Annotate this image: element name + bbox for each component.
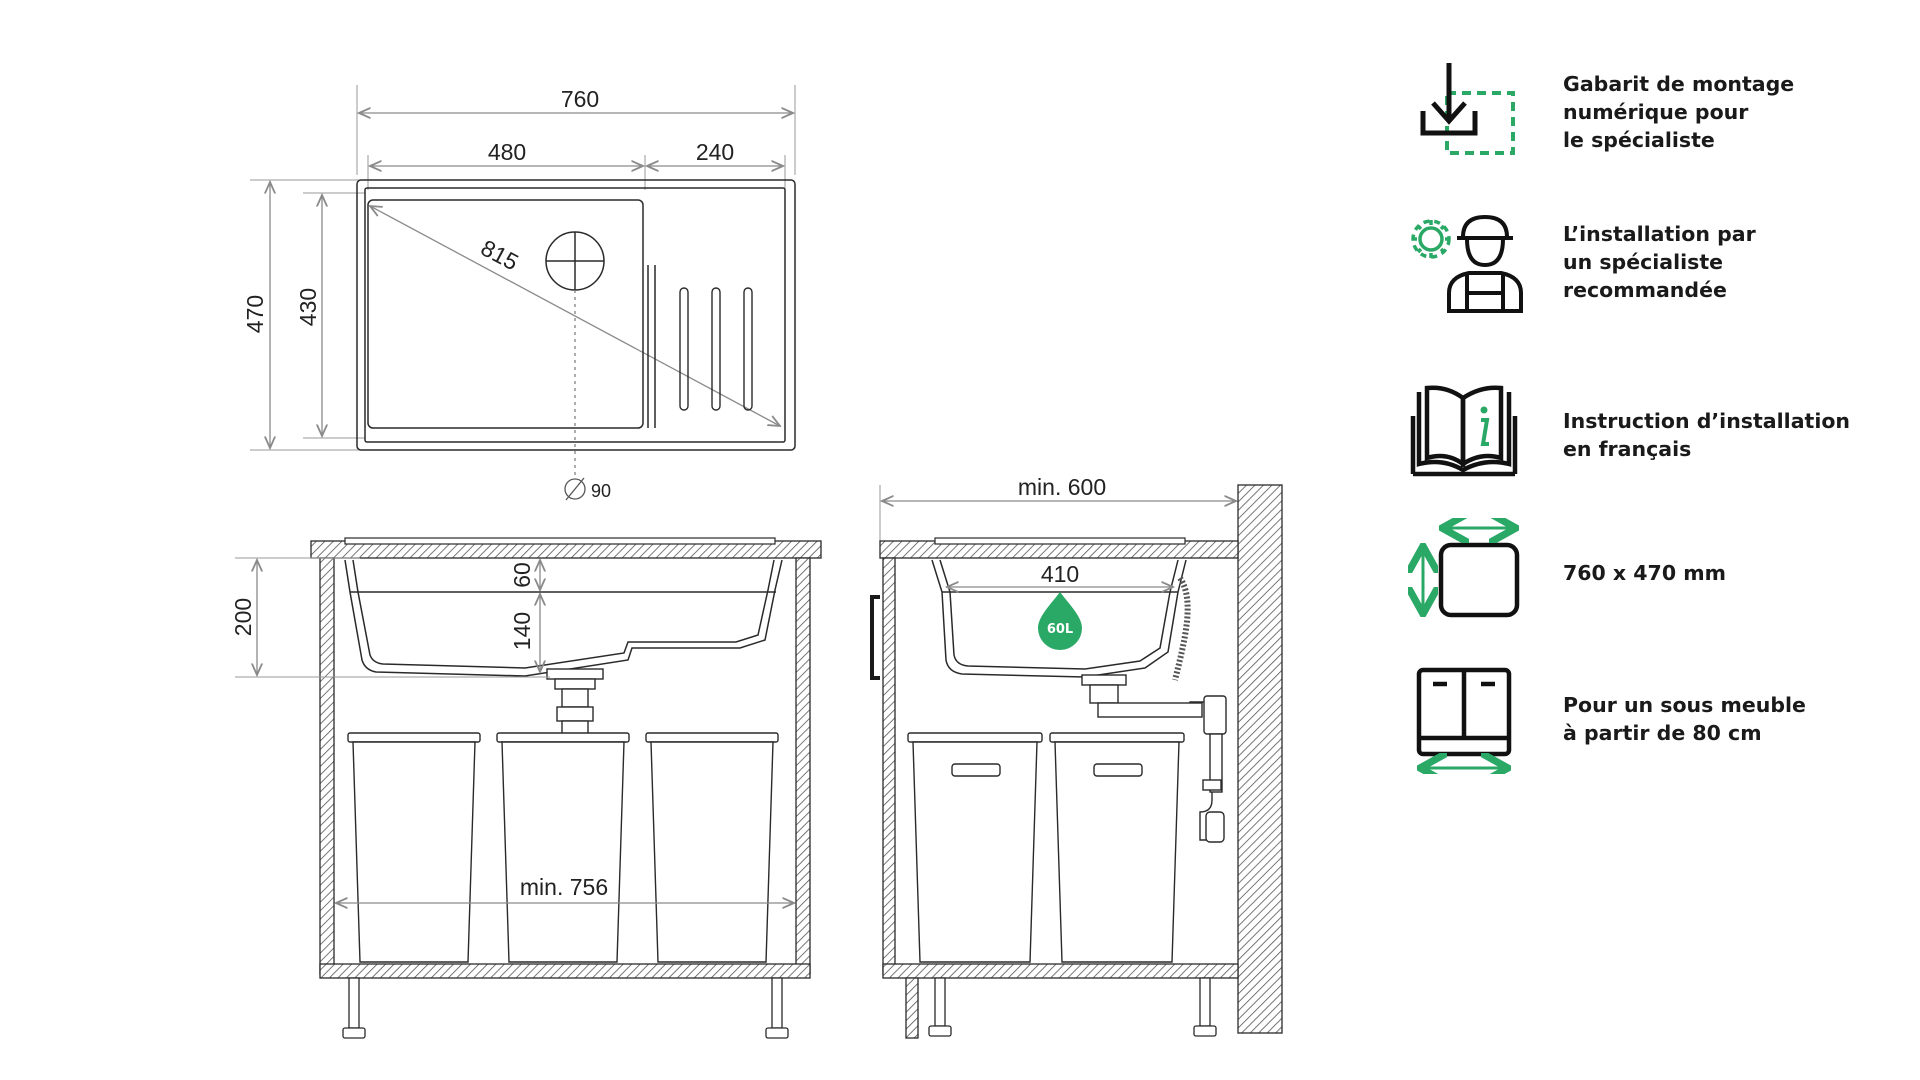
cabinet-width-icon [1416,667,1512,774]
dim-480-label: 480 [488,139,526,165]
manual-book-info-icon [1410,385,1518,477]
dim-140-label: 140 [509,612,535,650]
dim-815-label: 815 [477,234,523,275]
drain-hole [545,231,605,291]
dim-430-label: 430 [295,288,321,326]
capacity-badge: 60L [1047,622,1073,637]
dim-410-label: 410 [1041,561,1079,587]
download-template-icon [1420,63,1515,155]
side-waste-bins [907,732,1185,963]
size-square-arrows-icon [1405,518,1520,618]
feature-text: Pour un sous meuble à partir de 80 cm [1563,693,1806,745]
top-view: 760 480 240 815 470 430 90 [242,85,796,501]
dim-240-label: 240 [696,139,734,165]
feature-text: Gabarit de montage numérique pour le spé… [1563,72,1795,152]
side-view: min. 600 410 60L [870,474,1283,1039]
water-drop-icon [1038,592,1082,650]
dim-90-label: 90 [591,481,611,501]
feature-cabinet-size: Pour un sous meuble à partir de 80 cm [1405,664,1873,774]
feature-text: L’installation par un spécialiste recomm… [1563,222,1756,302]
feature-specialist-install: L’installation par un spécialiste recomm… [1405,207,1873,317]
dim-200-label: 200 [230,598,256,636]
bowl-outline [367,199,644,429]
diameter-symbol-icon [564,477,586,501]
dim-470-label: 470 [242,295,268,333]
feature-digital-template: Gabarit de montage numérique pour le spé… [1405,57,1873,167]
door-handle [870,595,880,680]
feature-text: Instruction d’installation en français [1563,409,1851,461]
installer-gear-icon [1411,214,1523,313]
feature-french-manual: Instruction d’installation en français [1405,380,1873,490]
dim-60-label: 60 [509,562,535,588]
dim-min-600-label: min. 600 [1018,474,1106,500]
waste-bins [347,732,779,963]
feature-dimensions: 760 x 470 mm [1405,518,1873,628]
front-view: 200 60 140 min. 756 [230,537,822,1039]
dim-min-756-label: min. 756 [520,874,608,900]
dim-760-label: 760 [561,86,599,112]
feature-text: 760 x 470 mm [1563,561,1726,585]
sink-outline [356,179,796,451]
